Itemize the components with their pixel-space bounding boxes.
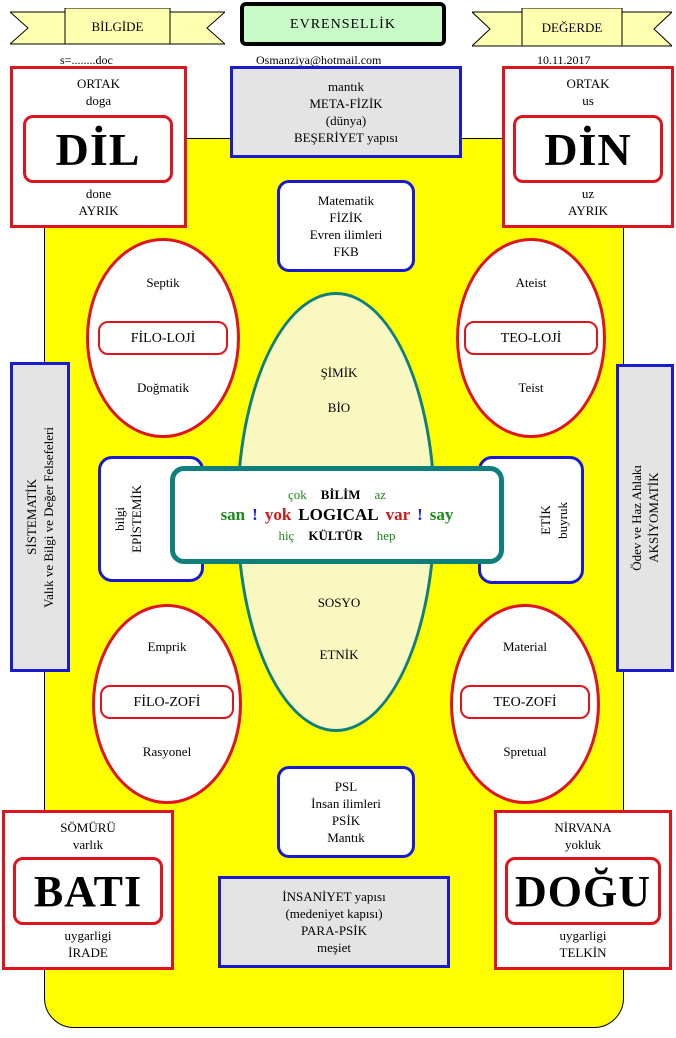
psychology-line-2: İnsan ilimleri — [311, 796, 381, 811]
corner-bl-bottom1: uygarligi — [64, 928, 112, 943]
corner-br-word: DOĞU — [505, 857, 661, 925]
psychology-line-4: Mantık — [327, 830, 365, 845]
right-banner-label: DEĞERDE — [541, 19, 603, 35]
oval-tl-top: Septik — [146, 275, 180, 290]
center-row3-word: KÜLTÜR — [308, 528, 363, 543]
center-bottom-2: ETNİK — [319, 647, 359, 662]
psychology-line-1: PSL — [334, 779, 358, 794]
oval-br-label: TEO-ZOFİ — [460, 685, 590, 719]
center-row2-g: say — [429, 505, 454, 524]
meta-line-3: (dünya) — [325, 113, 367, 128]
right-banner — [472, 8, 672, 47]
center-oval-top: ŞİMİK BİO — [236, 364, 442, 416]
email-link[interactable]: Osmanziya@hotmail.com — [256, 53, 382, 67]
center-row1-word: BİLİM — [320, 487, 361, 502]
meta-line-2: META-FİZİK — [309, 96, 383, 111]
corner-bottom-left: SÖMÜRÜ varlık BATI uygarligi İRADE — [2, 810, 174, 970]
physics-line-2: FİZİK — [329, 210, 363, 225]
center-row2-b: ! — [252, 505, 258, 524]
side-left-line-2: Valık ve Bilgi ve Değer Felsefeleri — [41, 426, 56, 608]
side-right-line-2: AKSİYOMATİK — [646, 472, 661, 564]
corner-tl-word: DİL — [23, 115, 173, 183]
center-box: çok BİLİM az san ! yok LOGICAL var ! say… — [170, 466, 504, 564]
side-left-line-1: SİSTEMATİK — [24, 479, 39, 555]
date-label: 10.11.2017 — [537, 53, 591, 67]
center-row2-e: var — [385, 505, 411, 524]
corner-tl-top2: doga — [85, 93, 112, 108]
humanity-line-4: meşiet — [317, 940, 351, 955]
oval-bl-bottom: Rasyonel — [142, 744, 192, 759]
meta-line-1: mantık — [327, 79, 365, 94]
center-row2-f: ! — [417, 505, 423, 524]
humanity-line-3: PARA-PSİK — [301, 923, 367, 938]
humanity-box: İNSANİYET yapısı (medeniyet kapısı) PARA… — [218, 876, 450, 968]
corner-bottom-right: NİRVANA yokluk DOĞU uygarligi TELKİN — [494, 810, 672, 970]
psychology-line-3: PSİK — [331, 813, 361, 828]
center-bottom-1: SOSYO — [317, 595, 361, 610]
oval-tr-top: Ateist — [515, 275, 547, 290]
corner-br-bottom2: TELKİN — [559, 945, 607, 960]
corner-bl-word: BATI — [13, 857, 163, 925]
center-title: EVRENSELLİK — [240, 2, 446, 46]
center-row2-c: yok — [264, 505, 292, 524]
corner-tr-top2: us — [582, 93, 594, 108]
left-banner — [10, 8, 225, 45]
corner-tl-bottom2: AYRIK — [78, 203, 119, 218]
corner-tr-top1: ORTAK — [566, 76, 610, 91]
center-row2-a: san — [220, 505, 246, 524]
oval-br-top: Material — [502, 639, 548, 654]
center-row2-d: LOGICAL — [298, 505, 379, 524]
oval-tr-label: TEO-LOJİ — [464, 321, 598, 355]
corner-bl-top2: varlık — [72, 837, 104, 852]
mid-left-line-1: bilgi — [112, 507, 127, 531]
center-row1-left: çok — [287, 487, 307, 502]
corner-tl-bottom1: done — [85, 186, 112, 201]
psychology-box: PSL İnsan ilimleri PSİK Mantık — [277, 766, 415, 858]
humanity-line-2: (medeniyet kapısı) — [285, 906, 383, 921]
corner-br-top2: yokluk — [564, 837, 602, 852]
oval-tl-label: FİLO-LOJİ — [98, 321, 228, 355]
oval-bl-top: Emprik — [147, 639, 187, 654]
mid-right-line-2: buyruk — [555, 501, 570, 539]
side-left-box: SİSTEMATİK Valık ve Bilgi ve Değer Felse… — [10, 362, 70, 672]
oval-tl-bottom: Doğmatik — [137, 380, 189, 395]
center-row3-left: hiç — [278, 528, 295, 543]
side-right-line-1: Ödev ve Haz Ahlakı — [629, 465, 644, 571]
physics-line-3: Evren ilimleri — [309, 227, 383, 242]
humanity-line-1: İNSANİYET yapısı — [282, 889, 386, 904]
oval-bl-label: FİLO-ZOFİ — [100, 685, 234, 719]
center-top-2: BİO — [327, 400, 351, 415]
corner-tl-top1: ORTAK — [77, 76, 120, 91]
corner-tr-word: DİN — [513, 115, 663, 183]
oval-tr-bottom: Teist — [518, 380, 544, 395]
file-name: s=........doc — [60, 53, 113, 67]
center-row3-right: hep — [376, 528, 396, 543]
corner-br-bottom1: uygarligi — [559, 928, 607, 943]
side-right-box: Ödev ve Haz Ahlakı AKSİYOMATİK — [616, 364, 674, 672]
corner-tr-bottom1: uz — [581, 186, 595, 201]
physics-line-1: Matematik — [317, 193, 375, 208]
corner-br-top1: NİRVANA — [554, 820, 612, 835]
oval-br-bottom: Spretual — [503, 744, 547, 759]
center-top-1: ŞİMİK — [320, 365, 358, 380]
corner-top-right: ORTAK us DİN uz AYRIK — [502, 66, 674, 228]
physics-line-4: FKB — [333, 244, 359, 259]
corner-top-left: ORTAK doga DİL done AYRIK — [10, 66, 187, 228]
mid-left-line-2: EPİSTEMİK — [129, 485, 144, 553]
mid-right-line-1: ETİK — [538, 505, 553, 535]
corner-bl-bottom2: İRADE — [68, 945, 108, 960]
corner-bl-top1: SÖMÜRÜ — [60, 820, 116, 835]
meta-physics-box: mantık META-FİZİK (dünya) BEŞERİYET yapı… — [230, 66, 462, 158]
corner-tr-bottom2: AYRIK — [568, 203, 608, 218]
center-oval-bottom: SOSYO ETNİK — [236, 594, 442, 663]
left-banner-label: BİLGİDE — [91, 18, 144, 34]
physics-box: Matematik FİZİK Evren ilimleri FKB — [277, 180, 415, 272]
meta-line-4: BEŞERİYET yapısı — [293, 130, 399, 145]
center-row1-right: az — [374, 487, 387, 502]
